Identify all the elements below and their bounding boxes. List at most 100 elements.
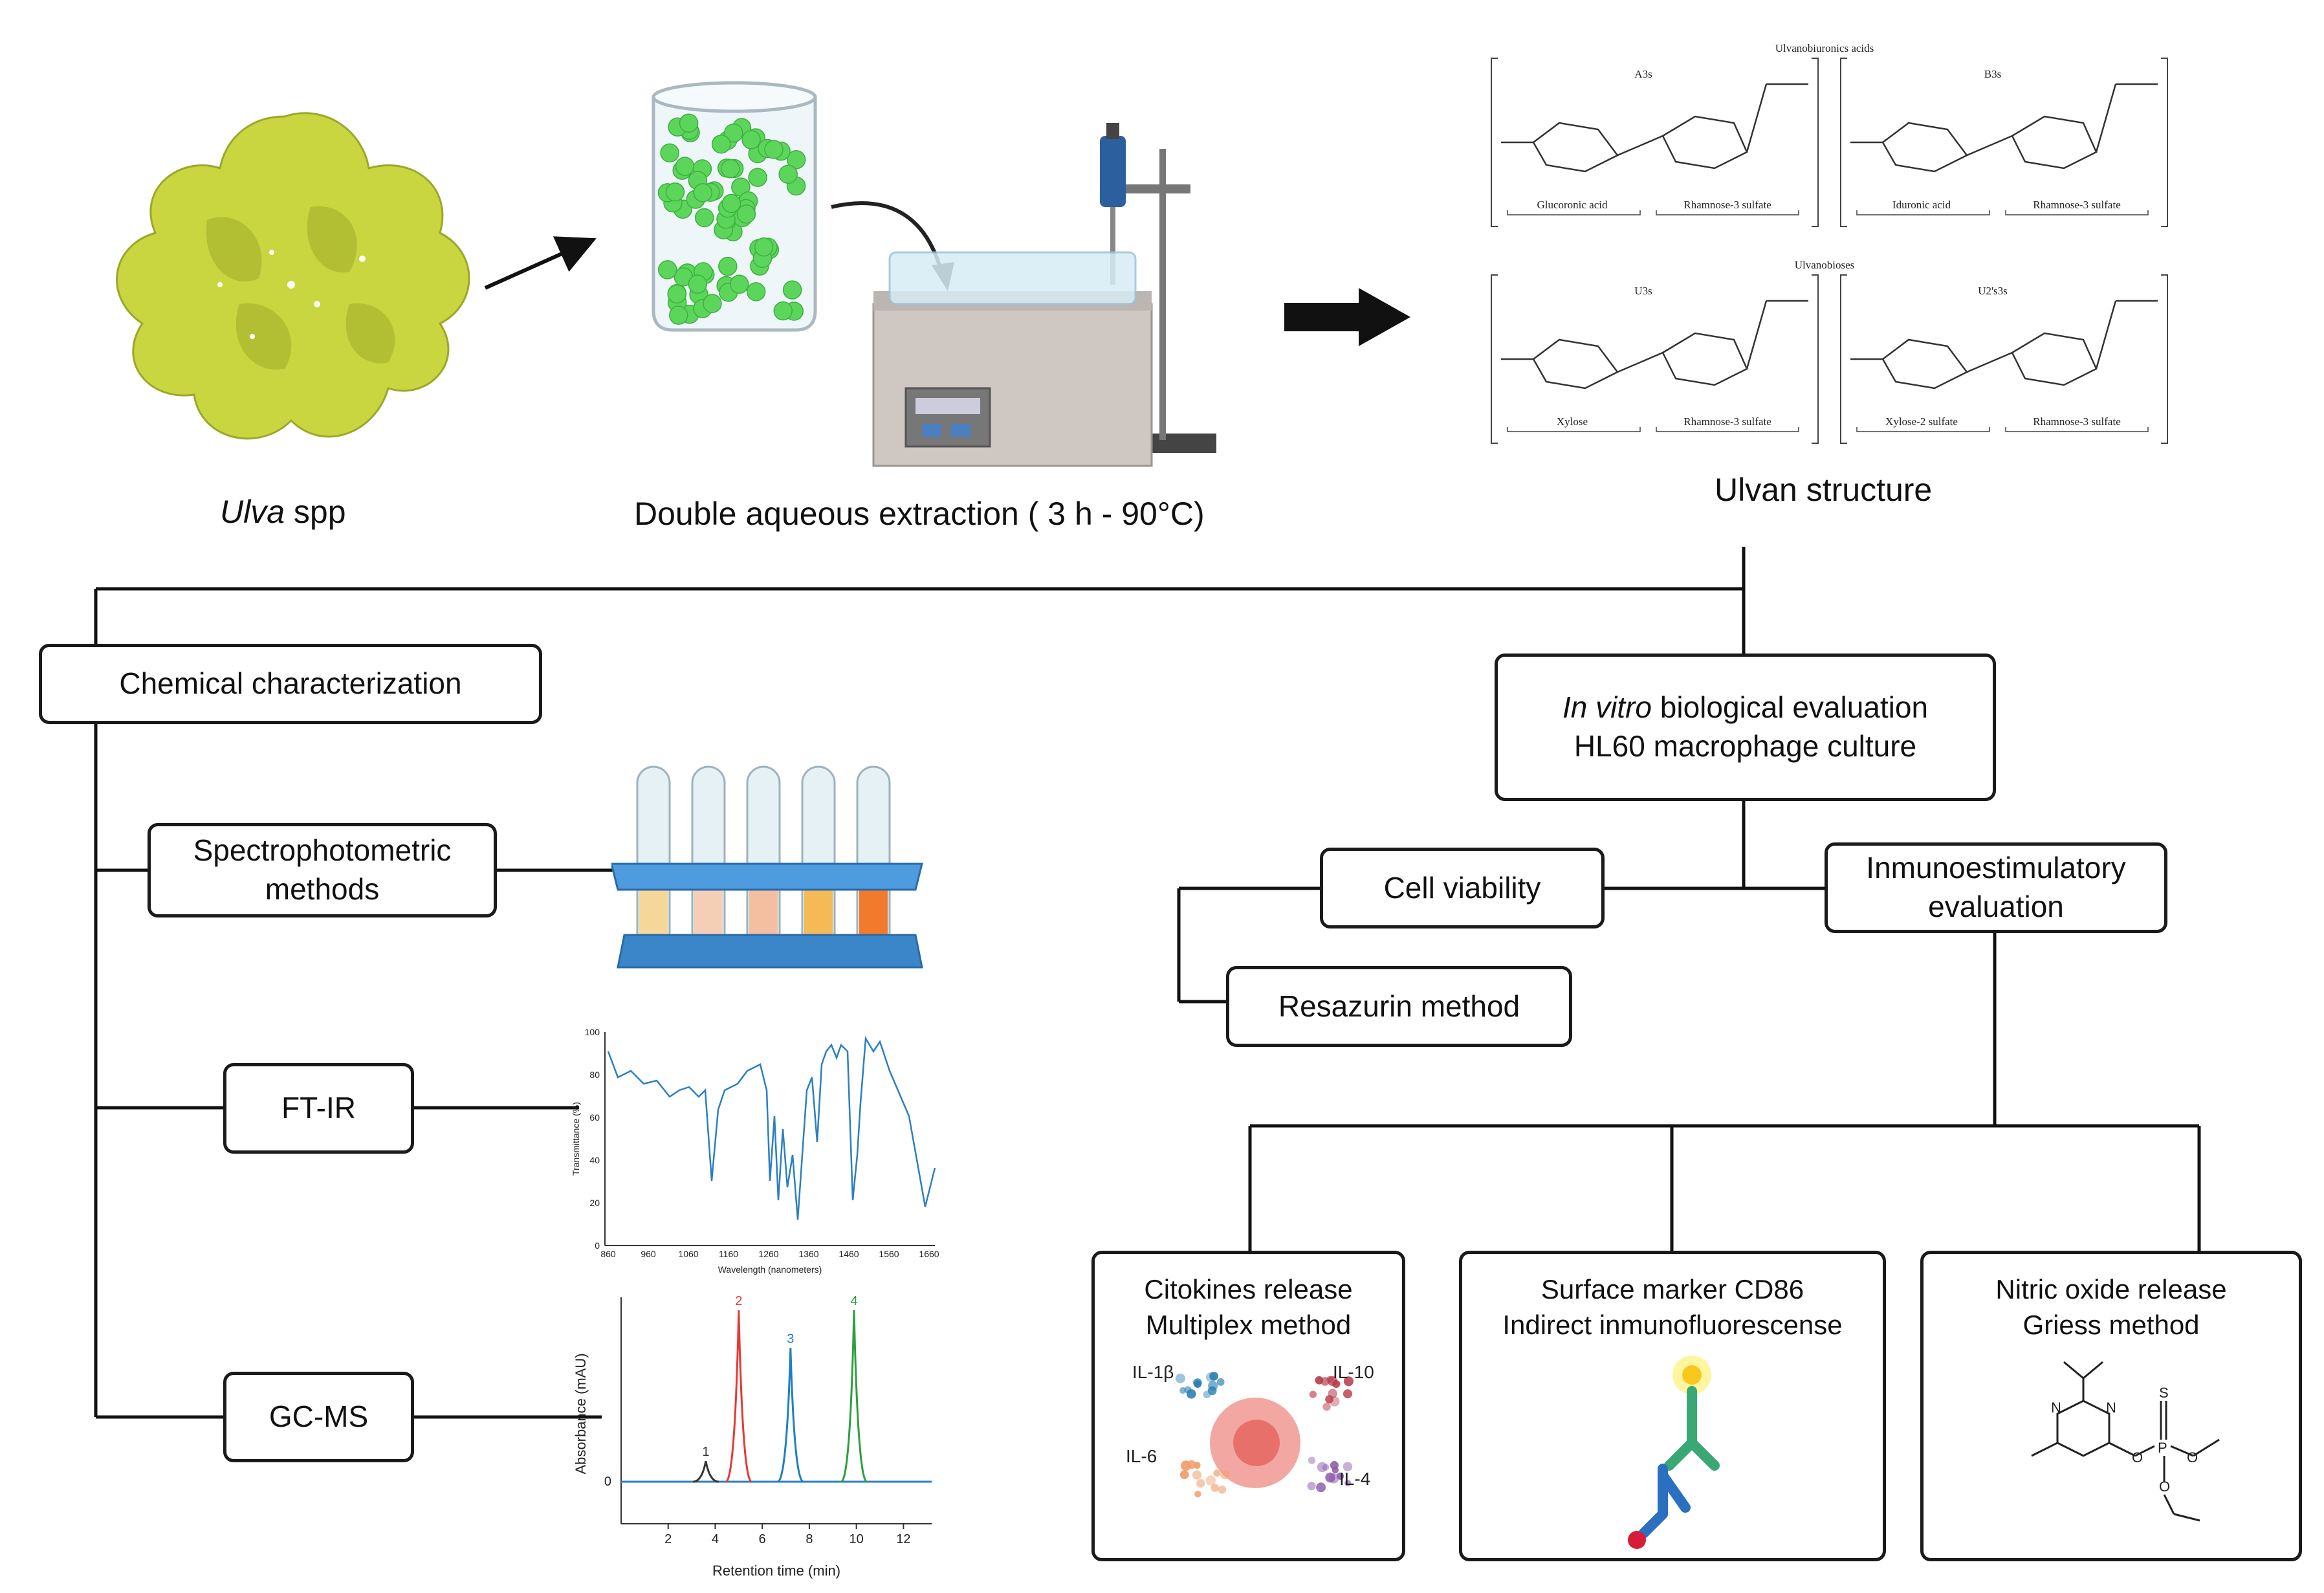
ftir-ytick: 100 xyxy=(585,1027,600,1037)
unit-code: U3s xyxy=(1634,285,1652,297)
ftir-ytick: 0 xyxy=(595,1240,600,1251)
cytokine-dot xyxy=(1321,1377,1330,1386)
svg-text:O: O xyxy=(2132,1449,2143,1466)
structure-caption: Ulvan structure xyxy=(1715,472,1933,508)
ftir-spectrum-line xyxy=(607,1036,936,1220)
bead xyxy=(679,113,699,133)
bead xyxy=(764,140,784,159)
unit-left-label: Xylose xyxy=(1557,415,1588,428)
cytokine-dot xyxy=(1186,1389,1196,1399)
unit-code: U2's3s xyxy=(1978,285,2008,297)
gc-xtick: 6 xyxy=(759,1532,766,1546)
cytokine-dot xyxy=(1325,1395,1333,1403)
ftir-box: FT-IR xyxy=(223,1063,414,1154)
gc-peak-label: 4 xyxy=(850,1294,857,1308)
gc-peak: 2 xyxy=(725,1294,752,1483)
unit-code: B3s xyxy=(1984,68,2001,80)
unit-left-label: Iduronic acid xyxy=(1892,199,1951,211)
cytokine-dot xyxy=(1187,1460,1196,1469)
cytokine-dot xyxy=(1211,1484,1219,1492)
test-tube xyxy=(856,765,891,956)
cytokines-line1: Citokines release xyxy=(1144,1274,1353,1304)
bead xyxy=(658,260,677,280)
extraction-caption: Double aqueous extraction ( 3 h - 90°C) xyxy=(634,496,1205,532)
cytokine-dot xyxy=(1343,1376,1354,1387)
test-tube xyxy=(801,765,836,956)
cytokine-dot xyxy=(1308,1456,1316,1464)
cell-viability-box: Cell viability xyxy=(1320,848,1605,928)
ftir-ytick: 40 xyxy=(589,1155,600,1165)
ftir-xlabel: Wavelength (nanometers) xyxy=(718,1264,822,1275)
unit-left-label: Xylose-2 sulfate xyxy=(1885,415,1958,428)
bead xyxy=(721,159,740,179)
water-bath-apparatus xyxy=(872,123,1216,467)
cytokine-dot xyxy=(1325,1472,1335,1483)
svg-text:P: P xyxy=(2158,1440,2167,1456)
gc-peak-label: 2 xyxy=(735,1294,742,1308)
bead xyxy=(786,149,806,170)
unit-right-label: Rhamnose-3 sulfate xyxy=(2033,199,2121,211)
bead xyxy=(665,182,685,202)
immunostimulatory-label: Inmunoestimulatory evaluation xyxy=(1866,851,2126,923)
gc-peak: 4 xyxy=(840,1294,868,1483)
test-tube-rack-image xyxy=(611,765,923,969)
gc-xtick: 10 xyxy=(850,1532,864,1546)
gc-peak-label: 3 xyxy=(787,1332,794,1346)
cytokine-dot xyxy=(1220,1470,1229,1480)
unit-right-label: Rhamnose-3 sulfate xyxy=(1683,199,1771,211)
bead xyxy=(754,237,774,257)
unit-left-label: Glucoronic acid xyxy=(1537,199,1608,211)
cytokine-dot xyxy=(1309,1390,1317,1398)
test-tube xyxy=(691,765,726,956)
cytokine-dot xyxy=(1179,1470,1189,1480)
unit-right-label: Rhamnose-3 sulfate xyxy=(1683,415,1771,428)
cytokines-line2: Multiplex method xyxy=(1145,1309,1352,1340)
unit-code: A3s xyxy=(1634,68,1652,80)
gcms-box: GC-MS xyxy=(223,1372,414,1462)
resazurin-box: Resazurin method xyxy=(1226,966,1572,1047)
immunostimulatory-box: Inmunoestimulatory evaluation xyxy=(1825,842,2167,933)
cytokine-dot xyxy=(1175,1373,1185,1383)
bead xyxy=(711,134,731,154)
chemical-characterization-box: Chemical characterization xyxy=(39,644,542,724)
spectrophotometric-label: Spectrophotometric methods xyxy=(193,833,452,906)
bead xyxy=(746,282,766,302)
ftir-ylabel: Transmittance (%) xyxy=(573,1102,581,1176)
gc-xlabel: Retention time (min) xyxy=(712,1563,840,1579)
il-4-label: IL-4 xyxy=(1339,1469,1370,1489)
cytokine-dot xyxy=(1322,1402,1331,1411)
gcms-label: GC-MS xyxy=(269,1400,369,1434)
gc-peak: 3 xyxy=(777,1332,804,1483)
ulvan-structure-diagram: Ulvanobiuronics acids Ulvanobioses A3sGl… xyxy=(1491,42,2168,444)
svg-text:S: S xyxy=(2159,1385,2169,1401)
svg-text:O: O xyxy=(2187,1449,2198,1466)
bead xyxy=(748,168,767,187)
in-vitro-evaluation-box: In vitro biological evaluation HL60 macr… xyxy=(1495,654,1996,801)
ftir-ytick: 60 xyxy=(589,1112,600,1123)
in-vitro-line2: HL60 macrophage culture xyxy=(1573,729,1917,763)
cell-viability-label: Cell viability xyxy=(1383,870,1541,905)
group1-title: Ulvanobiuronics acids xyxy=(1775,42,1874,54)
resazurin-label: Resazurin method xyxy=(1278,989,1520,1023)
bead xyxy=(694,208,714,228)
gc-xtick: 12 xyxy=(896,1532,910,1546)
cytokine-dot xyxy=(1193,1378,1202,1387)
cytokine-dot xyxy=(1216,1378,1225,1386)
il-10-label: IL-10 xyxy=(1333,1362,1374,1382)
cytokine-dot xyxy=(1330,1461,1339,1470)
bead xyxy=(660,143,679,163)
bead xyxy=(721,193,741,214)
gc-xtick: 4 xyxy=(712,1532,719,1546)
cytokine-dot xyxy=(1327,1376,1337,1386)
cytokine-dot xyxy=(1316,1482,1326,1493)
bead xyxy=(782,280,802,300)
bead xyxy=(688,274,708,294)
surface-marker-box: Surface marker CD86 Indirect inmunofluor… xyxy=(1459,1251,1886,1561)
gc-peak-label: 1 xyxy=(702,1445,709,1459)
group2-title: Ulvanobioses xyxy=(1795,259,1855,271)
ftir-xtick: 860 xyxy=(600,1249,616,1259)
